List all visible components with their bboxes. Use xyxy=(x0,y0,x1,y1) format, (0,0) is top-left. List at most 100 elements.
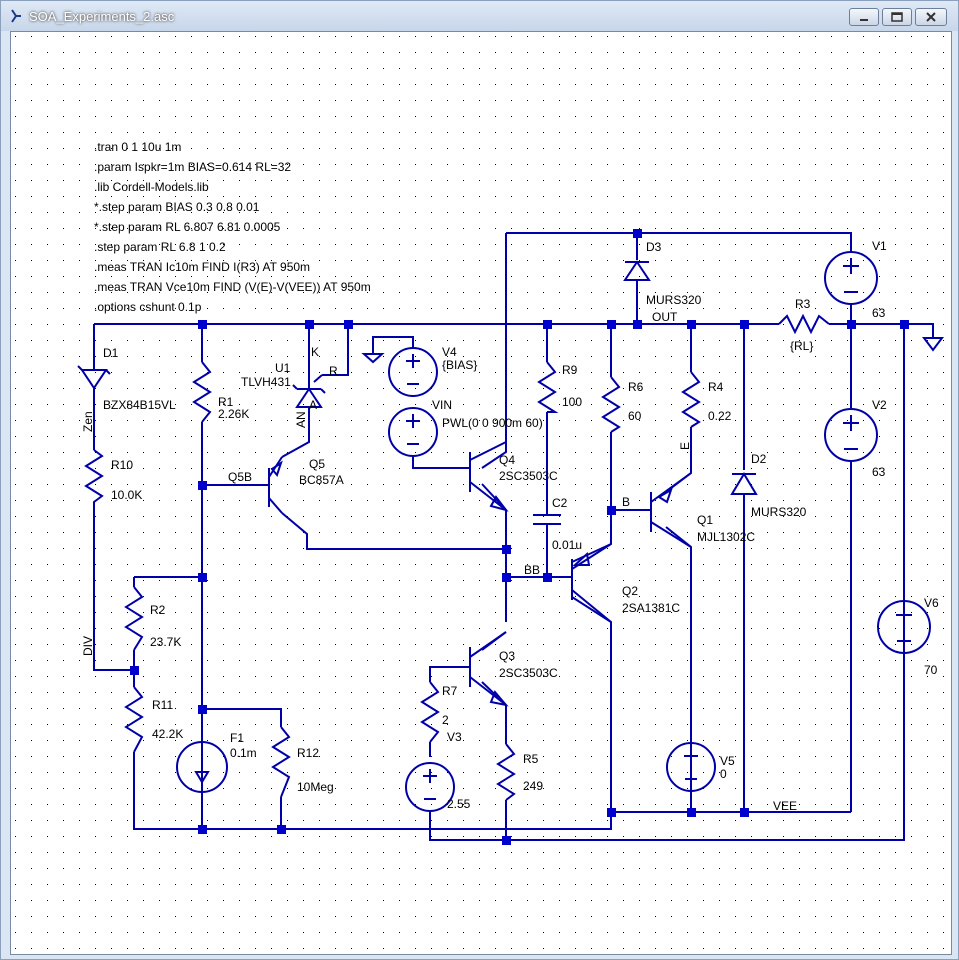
resistor-r4-symbol[interactable] xyxy=(681,371,701,428)
component-name[interactable]: R5 xyxy=(523,752,539,766)
component-name[interactable]: U1 xyxy=(275,361,291,375)
directive-line[interactable]: .lib Cordell-Models.lib xyxy=(94,180,209,194)
component-value[interactable]: 10Meg xyxy=(297,780,334,794)
transistor-q5-symbol[interactable] xyxy=(257,456,283,514)
component-value[interactable]: 2.26K xyxy=(218,407,249,421)
component-name[interactable]: R11 xyxy=(152,698,173,712)
component-name[interactable]: V2 xyxy=(872,398,887,412)
diode-d3-symbol[interactable] xyxy=(623,260,651,281)
directive-line[interactable]: .step param RL 6.8 1 0.2 xyxy=(94,240,226,254)
component-name[interactable]: V1 xyxy=(872,239,887,253)
shunt-regulator-u1-symbol[interactable] xyxy=(292,362,326,408)
directive-line[interactable]: .options cshunt 0.1p xyxy=(94,300,202,314)
component-value[interactable]: 2SC3503C xyxy=(499,469,558,483)
resistor-r9-symbol[interactable] xyxy=(537,361,559,413)
component-value[interactable]: MURS320 xyxy=(751,505,807,519)
voltage-source-v6-symbol[interactable] xyxy=(877,600,931,654)
component-name[interactable]: V4 xyxy=(442,345,457,359)
schematic-drawing[interactable]: .tran 0 1 10u 1m .param Ispkr=1m BIAS=0.… xyxy=(11,32,951,954)
voltage-source-v1-symbol[interactable] xyxy=(824,251,878,305)
resistor-r12-symbol[interactable] xyxy=(271,726,291,798)
net-label-div[interactable]: DIV xyxy=(81,636,95,656)
component-name[interactable]: R1 xyxy=(218,395,234,409)
component-value[interactable]: MJL1302C xyxy=(697,530,755,544)
component-name[interactable]: Q5 xyxy=(309,457,325,471)
component-value[interactable]: 0 xyxy=(720,767,727,781)
component-value[interactable]: BC857A xyxy=(299,473,344,487)
component-value[interactable]: 70 xyxy=(924,663,938,677)
component-name[interactable]: Q2 xyxy=(622,584,638,598)
component-name[interactable]: VIN xyxy=(432,398,452,412)
close-button[interactable] xyxy=(915,8,947,26)
diodes[interactable] xyxy=(77,260,758,495)
component-value[interactable]: {BIAS} xyxy=(442,358,477,372)
directive-line[interactable]: *.step param RL 6.807 6.81 0.0005 xyxy=(94,220,281,234)
transistor-q1-symbol[interactable] xyxy=(650,472,692,548)
minimize-button[interactable] xyxy=(849,8,879,26)
voltage-source-v5-symbol[interactable] xyxy=(666,742,716,792)
component-name[interactable]: Q3 xyxy=(499,649,515,663)
component-value[interactable]: 10.0K xyxy=(111,488,142,502)
resistor-r10-symbol[interactable] xyxy=(84,449,104,510)
voltage-source-vin-symbol[interactable] xyxy=(388,407,438,457)
resistor-r11-symbol[interactable] xyxy=(124,686,144,753)
net-label-q5b[interactable]: Q5B xyxy=(228,470,252,484)
component-name[interactable]: Q4 xyxy=(499,453,515,467)
component-name[interactable]: D1 xyxy=(103,346,119,360)
component-value[interactable]: 42.2K xyxy=(152,727,183,741)
resistor-r7-symbol[interactable] xyxy=(420,681,440,743)
component-value[interactable]: 63 xyxy=(872,465,886,479)
diode-d2-symbol[interactable] xyxy=(730,472,758,495)
spice-directives[interactable]: .tran 0 1 10u 1m .param Ispkr=1m BIAS=0.… xyxy=(94,140,371,314)
net-label-b[interactable]: B xyxy=(622,495,630,509)
schematic-canvas[interactable]: .tran 0 1 10u 1m .param Ispkr=1m BIAS=0.… xyxy=(10,31,952,955)
resistor-r2-symbol[interactable] xyxy=(124,586,144,651)
component-value[interactable]: 60 xyxy=(628,409,642,423)
transistor-q4-symbol[interactable] xyxy=(469,441,509,512)
component-name[interactable]: V5 xyxy=(720,754,735,768)
component-value[interactable]: 2.55 xyxy=(447,797,471,811)
net-label-out[interactable]: OUT xyxy=(652,310,678,324)
directive-line[interactable]: .param Ispkr=1m BIAS=0.614 RL=32 xyxy=(94,160,291,174)
transistors[interactable] xyxy=(257,441,692,707)
title-bar[interactable]: SOA_Experiments_2.asc xyxy=(1,1,958,31)
resistor-r6-symbol[interactable] xyxy=(601,376,621,433)
component-value[interactable]: PWL(0 0 900m 60) xyxy=(442,416,543,430)
component-value[interactable]: 249 xyxy=(523,779,543,793)
resistors[interactable] xyxy=(84,313,830,801)
zener-d1-symbol[interactable] xyxy=(77,357,111,392)
voltage-source-v4-symbol[interactable] xyxy=(388,347,438,397)
component-value[interactable]: 2SC3503C xyxy=(499,666,558,680)
component-name[interactable]: R12 xyxy=(297,746,319,760)
component-name[interactable]: R3 xyxy=(795,297,811,311)
component-value[interactable]: 2 xyxy=(442,713,449,727)
component-name[interactable]: R2 xyxy=(150,603,166,617)
current-source-f1-symbol[interactable] xyxy=(176,741,228,793)
component-value[interactable]: {RL} xyxy=(790,339,813,353)
capacitor-c2-symbol[interactable] xyxy=(533,514,561,532)
transistor-q2-symbol[interactable] xyxy=(571,543,612,623)
component-name[interactable]: R9 xyxy=(562,363,578,377)
component-value[interactable]: 0.22 xyxy=(708,409,732,423)
net-label-vee[interactable]: VEE xyxy=(773,799,797,813)
directive-line[interactable]: .tran 0 1 10u 1m xyxy=(94,140,181,154)
sources[interactable] xyxy=(176,251,931,812)
net-label-e[interactable]: E xyxy=(678,442,692,450)
net-label-zen[interactable]: Zen xyxy=(81,411,95,432)
directive-line[interactable]: .meas TRAN Ic10m FIND I(R3) AT 950m xyxy=(94,260,310,274)
component-value[interactable]: MURS320 xyxy=(646,293,702,307)
maximize-button[interactable] xyxy=(882,8,912,26)
resistor-r5-symbol[interactable] xyxy=(496,743,516,801)
directive-line[interactable]: .meas TRAN Vce10m FIND (V(E)-V(VEE)) AT … xyxy=(94,280,371,294)
directive-line[interactable]: *.step param BIAS 0.3 0.8 0.01 xyxy=(94,200,260,214)
component-name[interactable]: D3 xyxy=(646,240,662,254)
component-labels[interactable]: D1 BZX84B15VL R10 10.0K R1 2.26K U1 TLVH… xyxy=(103,239,939,811)
component-value[interactable]: 0.01u xyxy=(552,538,582,552)
component-name[interactable]: R7 xyxy=(442,684,458,698)
component-name[interactable]: F1 xyxy=(230,731,244,745)
component-name[interactable]: Q1 xyxy=(697,513,713,527)
component-name[interactable]: D2 xyxy=(751,452,767,466)
component-value[interactable]: 63 xyxy=(872,306,886,320)
component-value[interactable]: 23.7K xyxy=(150,635,181,649)
voltage-source-v3-symbol[interactable] xyxy=(405,762,455,812)
